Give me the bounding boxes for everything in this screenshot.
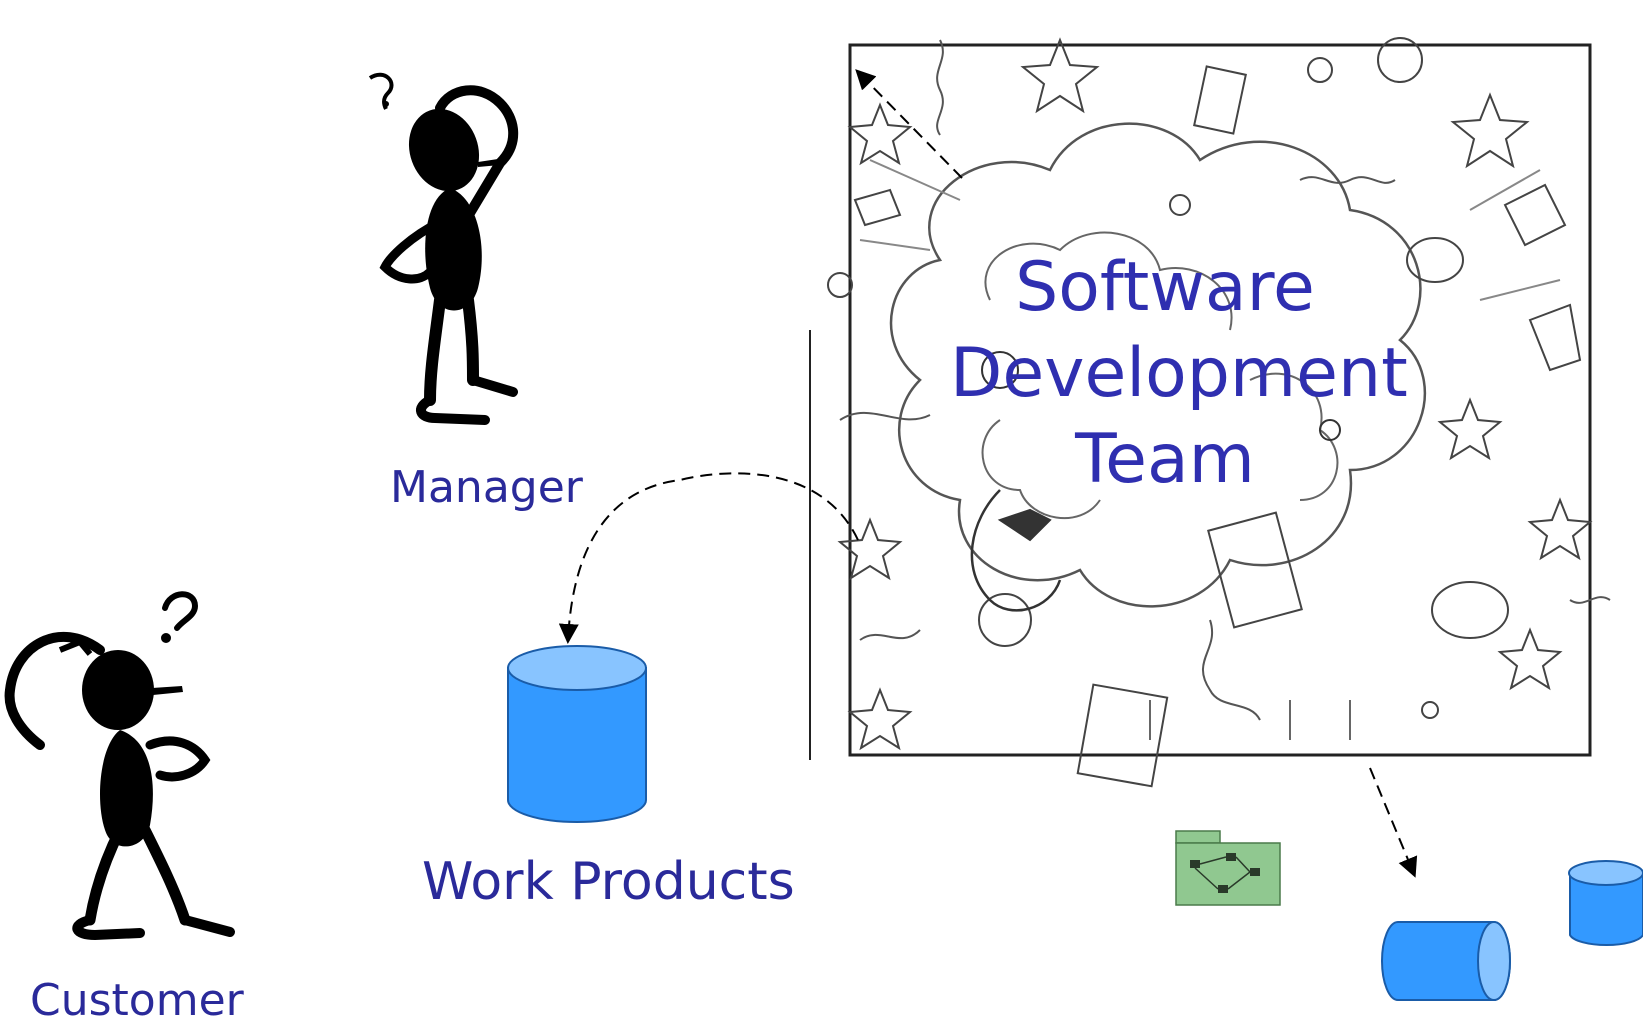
work-products-database-icon [507, 645, 647, 823]
small-database-icon [1568, 860, 1643, 947]
arrow-team-to-corner [855, 69, 963, 179]
horizontal-database-icon [1381, 921, 1511, 1001]
chaos-sketch [809, 37, 1611, 788]
software-development-team-label: Software Development Team [950, 248, 1408, 499]
manager-figure [368, 72, 519, 425]
work-products-label: Work Products [422, 852, 795, 912]
customer-label: Customer [30, 975, 244, 1026]
manager-label: Manager [390, 462, 583, 513]
customer-figure [4, 591, 235, 941]
arrow-team-to-output [1369, 767, 1418, 878]
arrow-team-to-work-products [558, 472, 859, 644]
uml-package-icon [1175, 830, 1281, 906]
